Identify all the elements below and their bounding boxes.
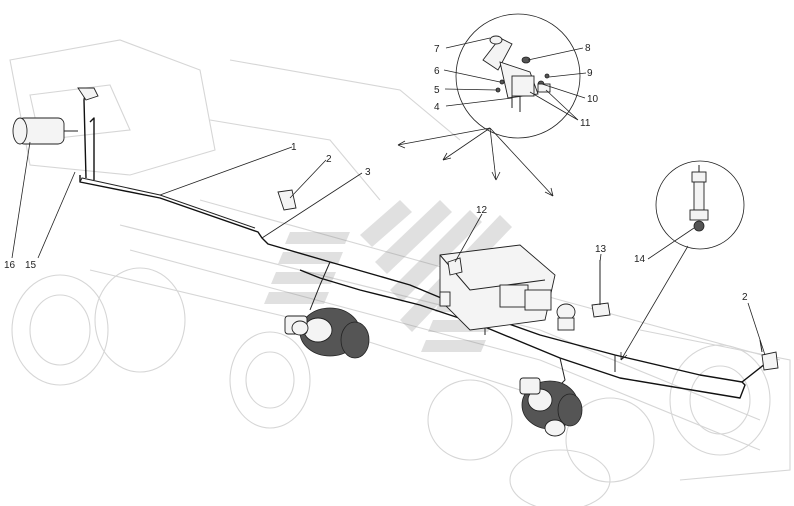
callout-4: 4 <box>434 102 440 113</box>
callout-6: 6 <box>434 66 440 77</box>
callout-2-left: 2 <box>326 154 332 165</box>
callout-12: 12 <box>476 205 488 216</box>
callout-14: 14 <box>634 254 646 265</box>
detail-view-mounting <box>455 13 581 139</box>
sensor-12 <box>447 257 463 276</box>
front-axle-modulator <box>284 307 370 359</box>
callout-16: 16 <box>4 260 16 271</box>
clip-13 <box>591 260 611 318</box>
rear-axle-modulator <box>519 377 583 437</box>
detail-view-sensor <box>655 160 745 250</box>
callout-labels: 1 2 3 4 5 6 7 8 9 10 11 12 13 14 2 15 16 <box>4 43 748 303</box>
callout-15: 15 <box>25 260 37 271</box>
callout-3: 3 <box>365 167 371 178</box>
callout-5: 5 <box>434 85 440 96</box>
callout-11: 11 <box>580 118 591 129</box>
callout-2-right: 2 <box>742 292 748 303</box>
callout-13: 13 <box>595 244 607 255</box>
callout-9: 9 <box>587 68 593 79</box>
chassis-background <box>9 39 791 506</box>
callout-10: 10 <box>587 94 599 105</box>
callout-8: 8 <box>585 43 591 54</box>
clip-2-left <box>277 189 297 211</box>
leader-lines <box>11 37 766 356</box>
abs-valve-module <box>439 244 576 331</box>
callout-7: 7 <box>434 44 440 55</box>
detail-arrows <box>397 127 689 361</box>
bracket-left-top <box>77 87 99 101</box>
callout-1: 1 <box>291 142 297 153</box>
brake-chamber-left <box>12 117 78 145</box>
clip-2-right <box>759 339 779 371</box>
